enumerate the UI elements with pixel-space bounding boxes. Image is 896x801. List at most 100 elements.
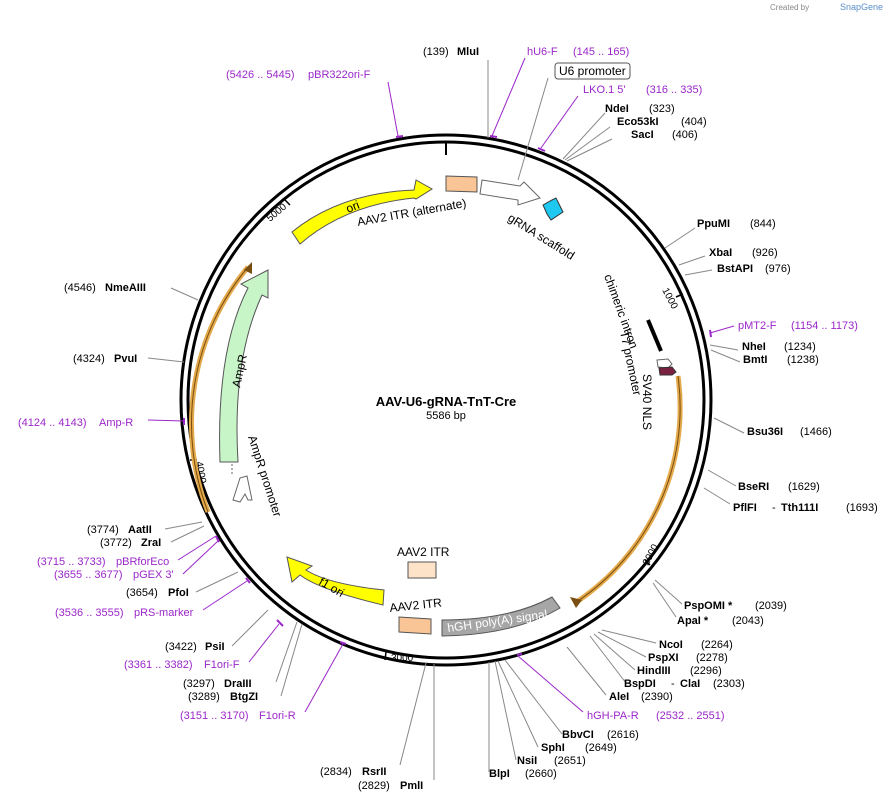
sv40-nls-arrow bbox=[658, 366, 677, 376]
f1-ori-label: f1 ori bbox=[317, 574, 347, 599]
u6-promoter-box bbox=[554, 62, 631, 80]
site-pflfi-pos: (1693) bbox=[846, 502, 878, 514]
site-pvui-name: PvuI bbox=[114, 353, 137, 365]
site-nhei-pos: (1234) bbox=[784, 341, 816, 353]
site-pfoi-pos: (3654) bbox=[126, 587, 158, 599]
cre-arc bbox=[573, 375, 683, 606]
site-bstapi-name: BstAPI bbox=[717, 263, 753, 275]
primer-pgex-name: pGEX 3' bbox=[133, 569, 174, 581]
leader-nmeaiii bbox=[170, 287, 199, 301]
site-draiii: (3297) DraIII bbox=[183, 678, 252, 690]
primer-ampr-range: (4124 .. 4143) bbox=[18, 417, 87, 429]
grna-scaffold-feature: gRNA scaffold bbox=[505, 197, 577, 263]
leader-psii bbox=[231, 609, 269, 647]
site-bseri-pos: (1629) bbox=[788, 481, 820, 493]
tick-1000-mark bbox=[675, 293, 684, 298]
leader-pmt2f bbox=[709, 325, 735, 334]
leader-apai bbox=[652, 582, 677, 618]
site-bbvci-name: BbvCI bbox=[562, 729, 594, 741]
site-pmli-pos: (2829) bbox=[358, 780, 390, 792]
primer-pbrforeco-name: pBRforEco bbox=[116, 556, 169, 568]
site-mlui-name: MluI bbox=[457, 46, 479, 58]
leader-draiii bbox=[275, 621, 298, 683]
leader-ndei bbox=[562, 112, 606, 160]
primer-hu6f-range: (145 .. 165) bbox=[573, 46, 629, 58]
chimeric-intron-bar bbox=[646, 319, 663, 352]
intron-region: chimeric intron T7 promoter SV40 NLS bbox=[601, 272, 677, 430]
leader-saci bbox=[566, 138, 613, 162]
itr-middle-label: AAV2 ITR bbox=[397, 545, 450, 559]
site-hindiii: HindIII (2296) bbox=[637, 665, 722, 677]
site-draiii-pos: (3297) bbox=[183, 678, 215, 690]
site-bbvci-pos: (2616) bbox=[607, 729, 639, 741]
primer-lko1-name: LKO.1 5' bbox=[583, 84, 625, 96]
leader-nhei bbox=[709, 344, 739, 351]
leader-ppumi bbox=[664, 227, 696, 249]
site-bmti-name: BmtI bbox=[743, 354, 767, 366]
site-ndei-pos: (323) bbox=[649, 103, 675, 115]
site-alei-pos: (2390) bbox=[641, 691, 673, 703]
plasmid-name: AAV-U6-gRNA-TnT-Cre bbox=[376, 394, 517, 409]
site-nhei: NheI (1234) bbox=[742, 341, 816, 353]
leader-prs bbox=[202, 580, 248, 611]
primer-hu6f: hU6-F (145 .. 165) bbox=[527, 46, 629, 58]
primer-lko1-range: (316 .. 335) bbox=[646, 84, 702, 96]
primer-f1orir: (3151 .. 3170) F1ori-R bbox=[180, 710, 296, 722]
site-sphi-pos: (2649) bbox=[585, 742, 617, 754]
leader-bmti bbox=[710, 349, 741, 363]
leader-zrai bbox=[170, 525, 205, 543]
site-bspdi-sep: - bbox=[671, 678, 675, 690]
f1-ori-arrow bbox=[286, 556, 385, 606]
site-pspomi-pos: (2039) bbox=[755, 600, 787, 612]
ori-feature: ori bbox=[291, 179, 433, 245]
site-alei: AleI (2390) bbox=[609, 691, 673, 703]
ampr-promoter-feature: AmpR promoter bbox=[231, 434, 285, 518]
itr-bottom-feature: AAV2 ITR bbox=[389, 596, 443, 635]
itr-bottom-box bbox=[398, 616, 432, 635]
plasmid-size: 5586 bp bbox=[426, 410, 466, 422]
site-ppumi: PpuMI (844) bbox=[697, 218, 776, 230]
site-apai-pos: (2043) bbox=[732, 615, 764, 627]
leader-pgex bbox=[182, 540, 219, 575]
site-zrai-pos: (3772) bbox=[100, 537, 132, 549]
site-pvui-pos: (4324) bbox=[73, 353, 105, 365]
hgh-feature: hGH poly(A) signal bbox=[441, 596, 561, 637]
site-draiii-name: DraIII bbox=[224, 678, 252, 690]
primer-pmt2f-range: (1154 .. 1173) bbox=[791, 320, 858, 332]
primer-pbr322-range: (5426 .. 5445) bbox=[226, 69, 295, 81]
site-bspdi-name: BspDI bbox=[624, 678, 656, 690]
site-ncoi-pos: (2264) bbox=[701, 639, 733, 651]
site-btgzi: (3289) BtgZI bbox=[188, 691, 258, 703]
primer-prs: (3536 .. 3555) pRS-marker bbox=[55, 607, 194, 619]
primer-mark-f1orif bbox=[276, 619, 284, 627]
ampr-orange-arc-inner bbox=[190, 266, 249, 513]
ampr-label: AmpR bbox=[229, 353, 250, 389]
tick-3000: 3000 bbox=[391, 653, 414, 664]
site-nhei-name: NheI bbox=[742, 341, 766, 353]
leader-ghpar bbox=[517, 655, 584, 713]
leader-f1orir bbox=[304, 643, 344, 713]
primer-f1orif-name: F1ori-F bbox=[204, 659, 240, 671]
grna-scaffold-arrow bbox=[542, 197, 564, 221]
site-hindiii-name: HindIII bbox=[637, 665, 671, 677]
site-mlui: (139) MluI bbox=[423, 46, 479, 58]
site-blpi-name: BlpI bbox=[489, 768, 510, 780]
site-saci-pos: (406) bbox=[672, 129, 698, 141]
site-eco53ki-pos: (404) bbox=[681, 116, 707, 128]
f1-ori-feature: f1 ori bbox=[286, 556, 385, 606]
site-zrai-name: ZraI bbox=[141, 537, 161, 549]
t7-promoter-arrow bbox=[656, 358, 673, 369]
site-tth111i-name: Tth111I bbox=[781, 502, 818, 514]
leader-hu6f bbox=[491, 57, 526, 137]
primer-ampr-name: Amp-R bbox=[99, 417, 133, 429]
site-saci: SacI (406) bbox=[631, 129, 698, 141]
ampr-promoter-arrow bbox=[232, 475, 253, 503]
site-sphi: SphI (2649) bbox=[541, 742, 617, 754]
ori-label: ori bbox=[344, 198, 362, 216]
site-bseri: BseRI (1629) bbox=[738, 481, 820, 493]
site-bspdi-pos: (2303) bbox=[713, 678, 745, 690]
primer-ampr: (4124 .. 4143) Amp-R bbox=[18, 417, 133, 429]
credit-created-by: Created by bbox=[770, 3, 809, 12]
site-pvui: (4324) PvuI bbox=[73, 353, 137, 365]
leader-pflfi bbox=[703, 487, 731, 505]
